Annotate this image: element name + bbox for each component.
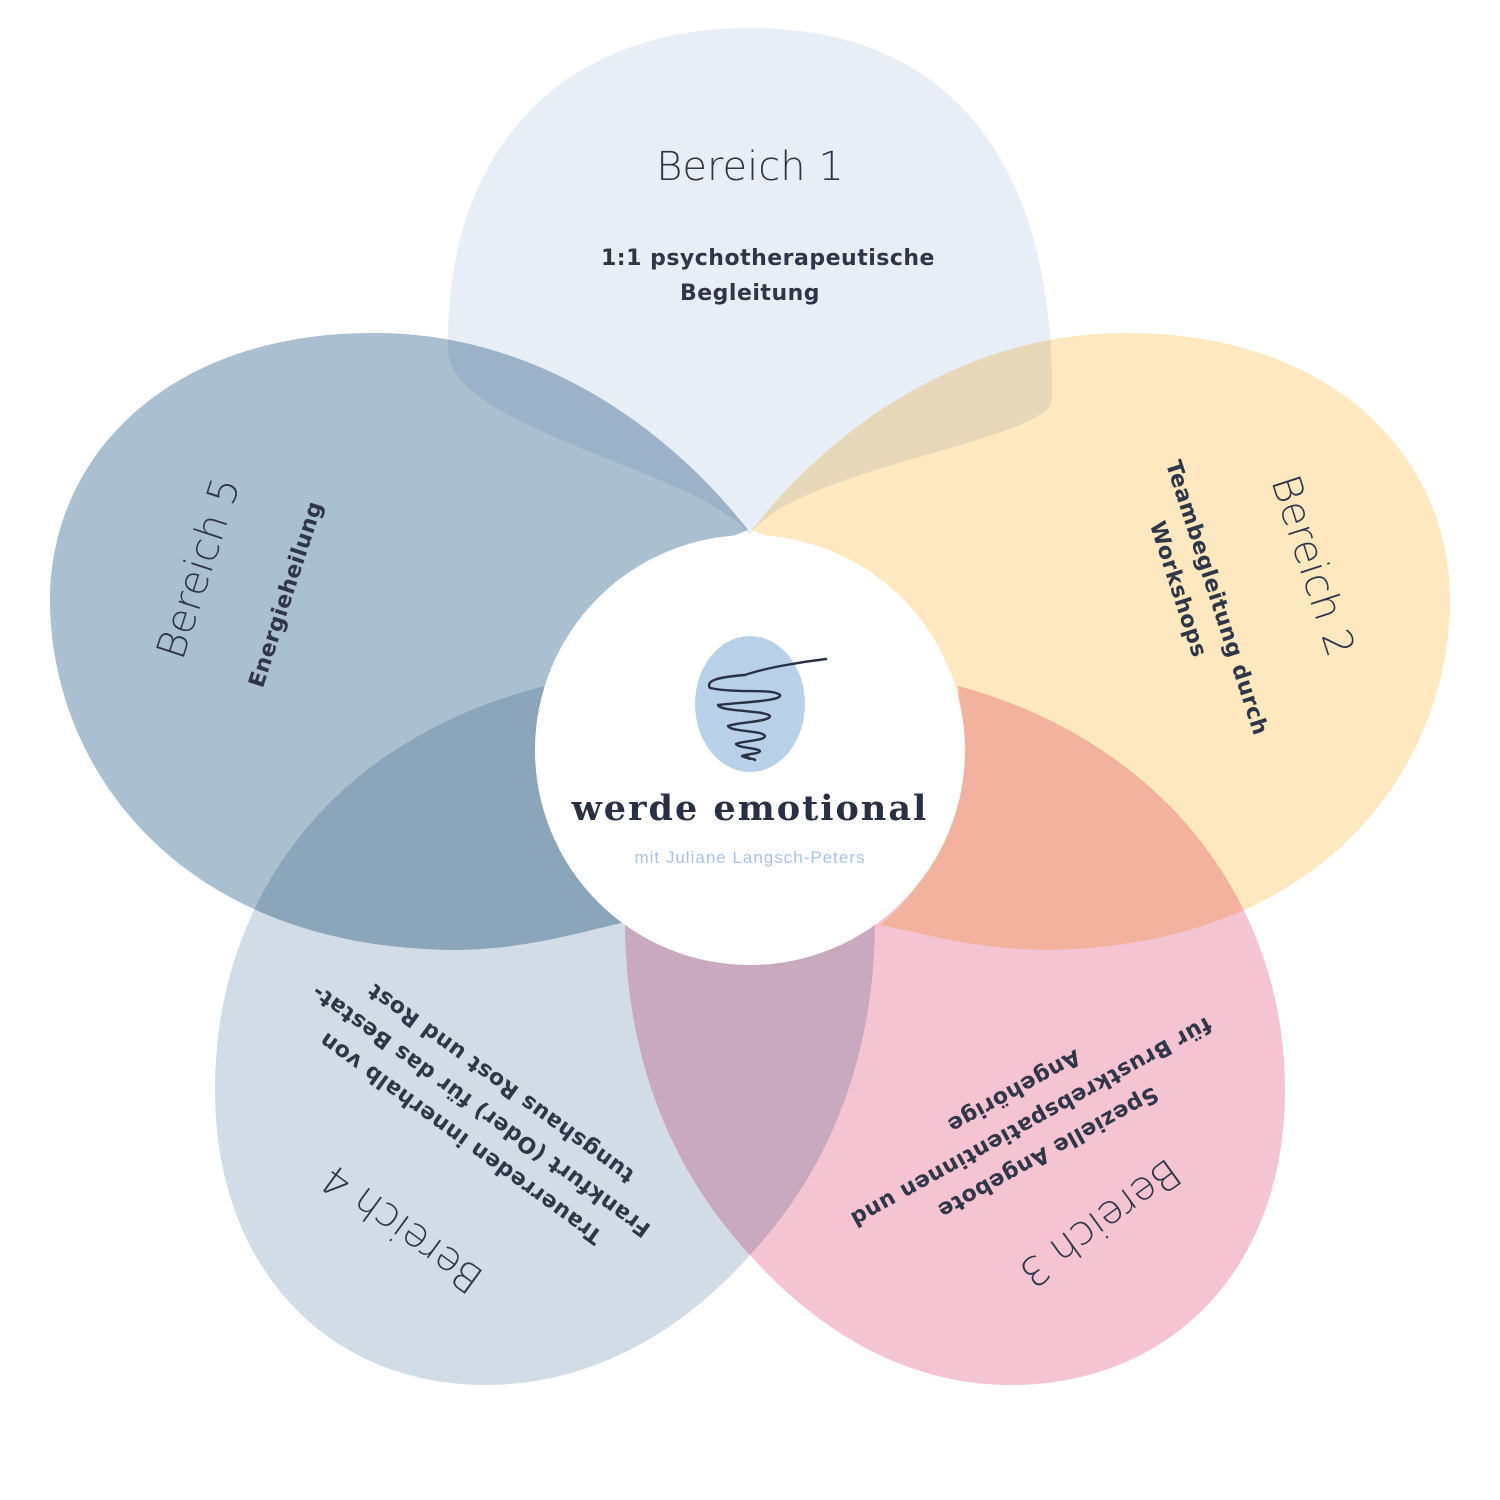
area-title-bereich-1: Bereich 1 — [656, 144, 844, 190]
logo-oval — [695, 636, 805, 772]
petal-bereich-2 — [752, 332, 1450, 950]
brand-name: werde emotional — [571, 788, 929, 829]
brand-subtitle: mit Juliane Langsch-Peters — [634, 848, 865, 867]
area-bereich-1: Bereich 1 1:1 psychotherapeutische Begle… — [601, 144, 935, 306]
petal-bereich-3 — [625, 686, 1285, 1385]
petal-bereich-5 — [50, 332, 748, 950]
area-desc-bereich-1-line-2: Begleitung — [680, 281, 820, 306]
area-desc-bereich-1-line-1: 1:1 psychotherapeutische — [601, 246, 935, 271]
spiral-squiggle-icon — [707, 657, 828, 762]
logo — [695, 636, 828, 772]
petals — [50, 28, 1450, 1385]
